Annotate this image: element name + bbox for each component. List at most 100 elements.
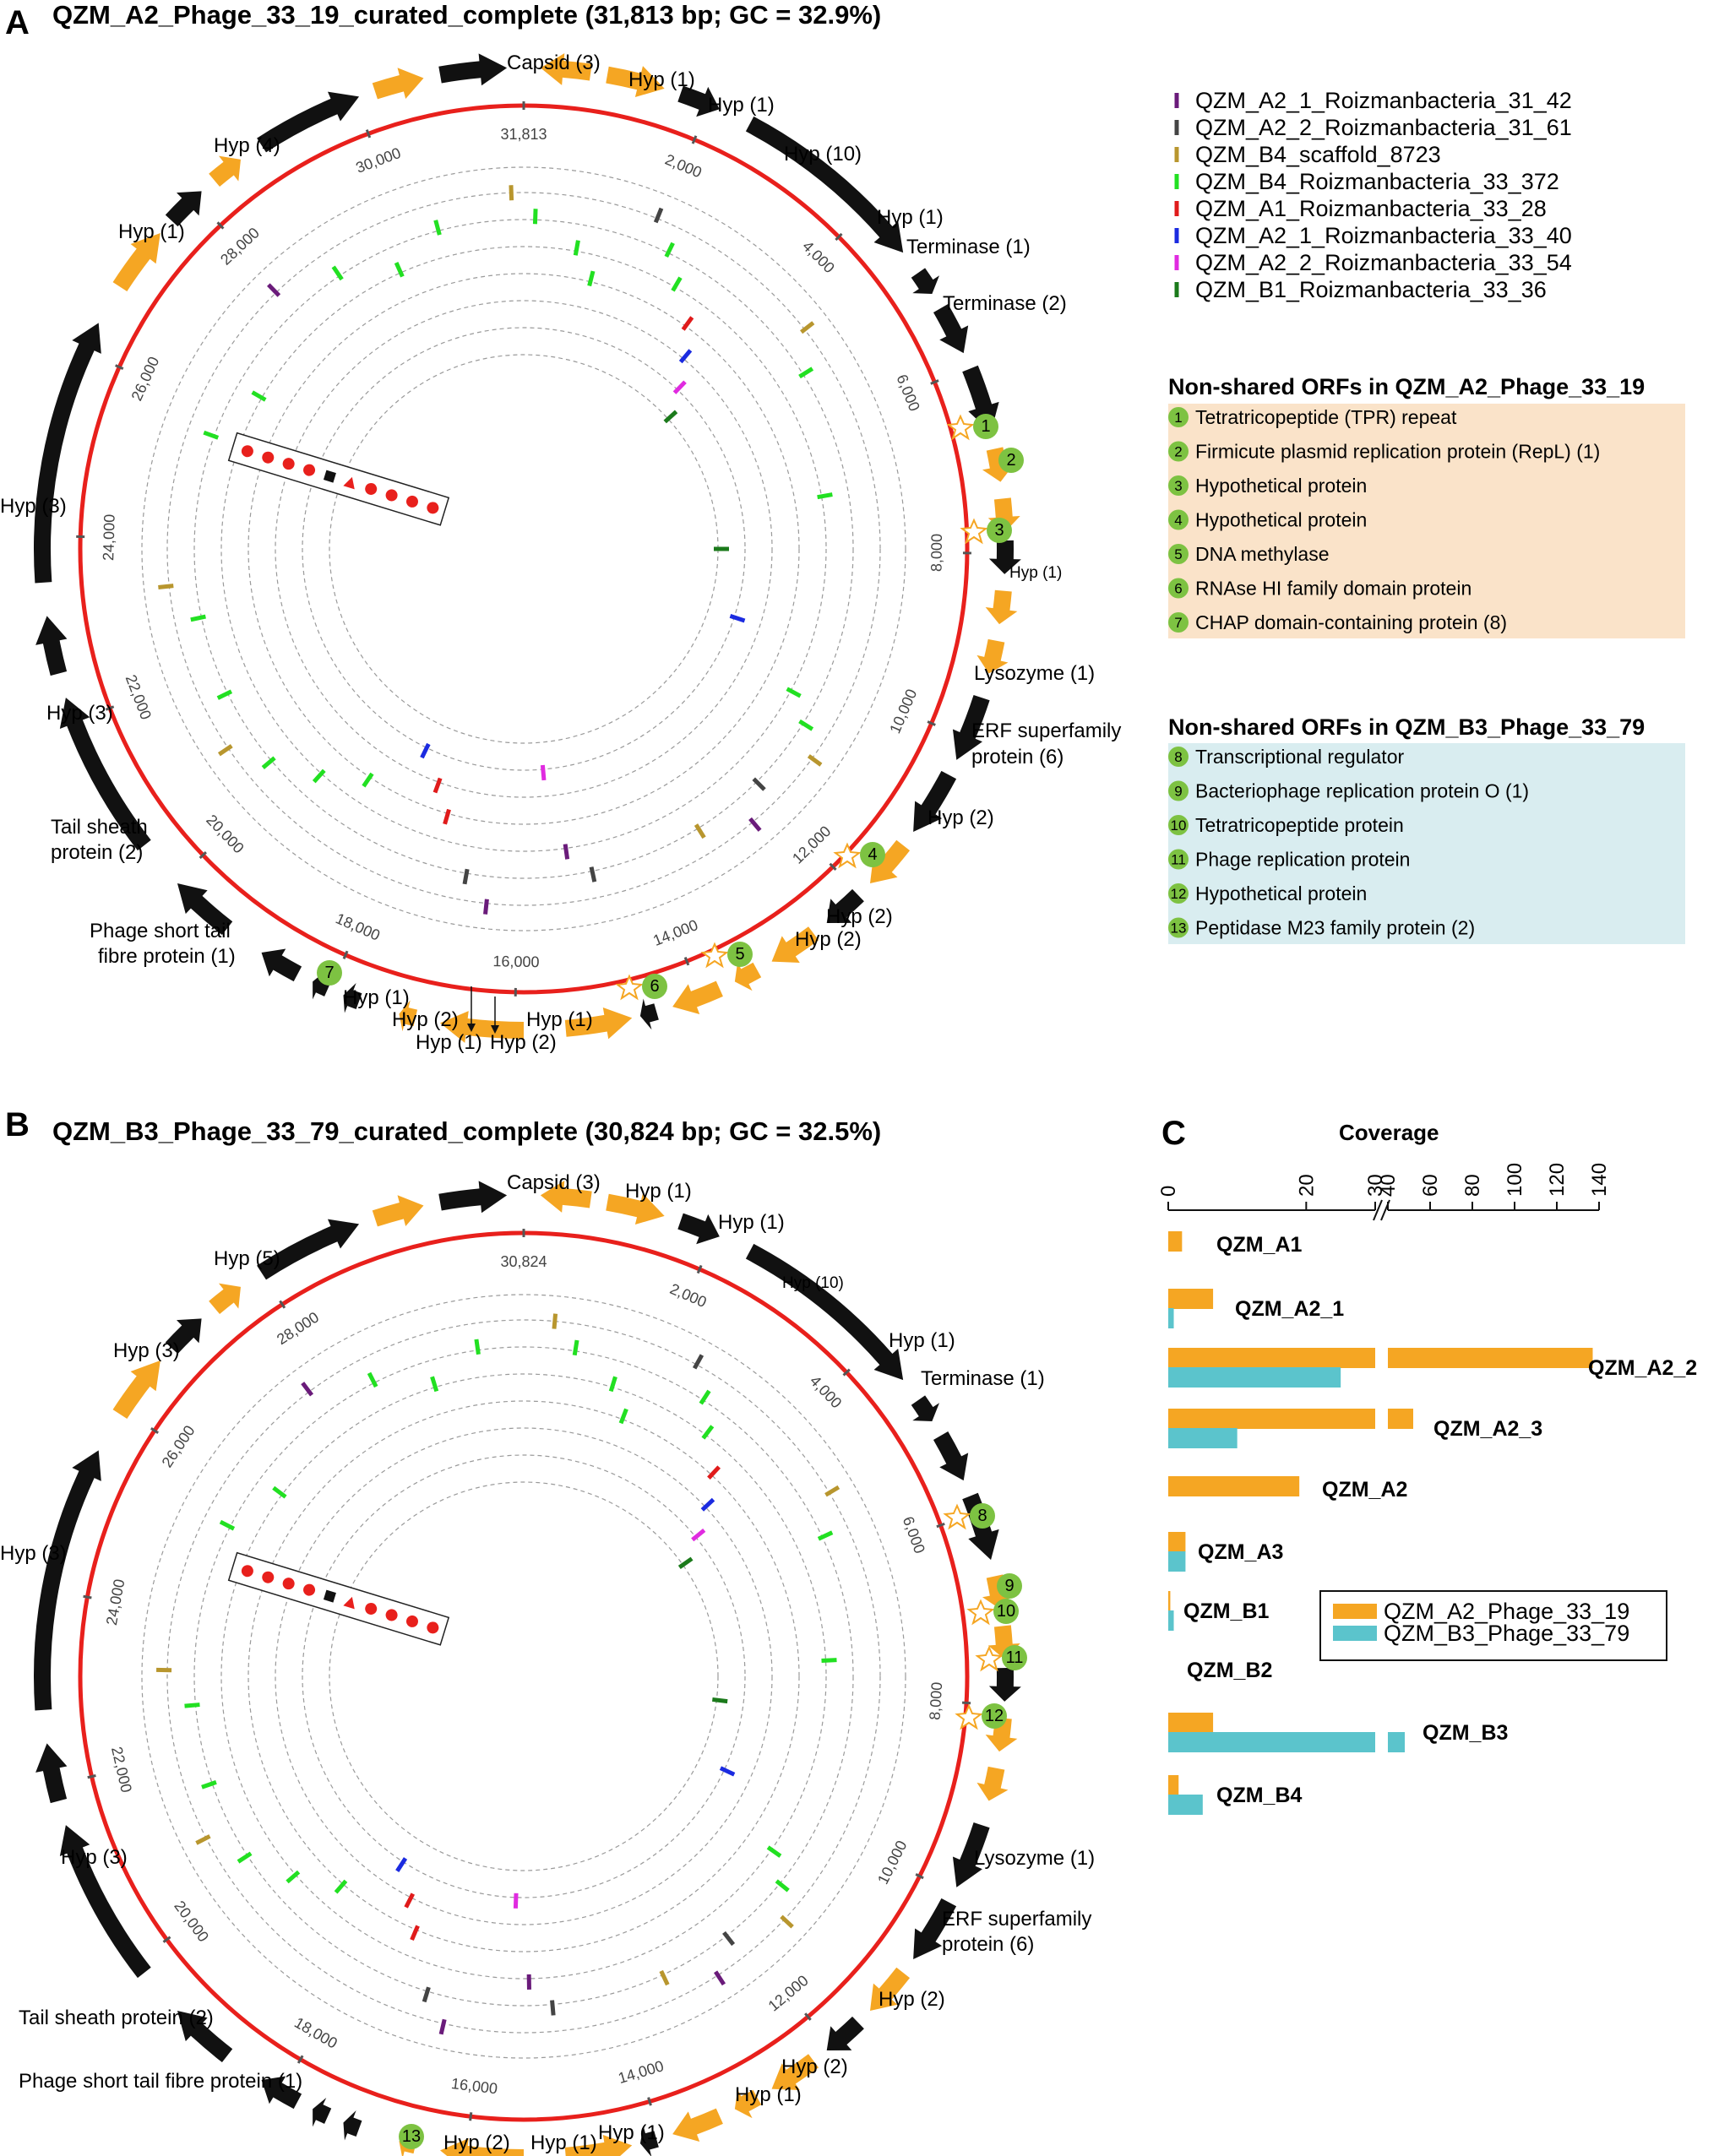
track-ring <box>166 1319 881 2034</box>
label-hyp: Hyp (3) <box>46 702 113 725</box>
tick-label: 14,000 <box>650 916 700 949</box>
panel-b: B QZM_B3_Phage_33_79_curated_complete (3… <box>0 1106 1095 2156</box>
tick-label: 6,000 <box>900 1514 928 1556</box>
gene-orf <box>540 1180 592 1213</box>
label-hyp: Hyp (1) <box>598 2121 665 2144</box>
genome-map-a: 2,0004,0006,0008,00010,00012,00014,00016… <box>33 52 1021 1043</box>
blast-hit <box>587 270 596 287</box>
genome-backbone <box>78 103 970 995</box>
blast-hit <box>443 808 451 825</box>
blast-hit <box>552 1313 558 1329</box>
tick-mark <box>835 232 843 242</box>
gene-shared <box>826 888 864 923</box>
tick-label: 30,824 <box>500 1253 547 1270</box>
chart-legend-swatch <box>1333 1626 1377 1641</box>
bar <box>1168 1551 1186 1572</box>
gene-orf <box>976 638 1009 674</box>
label-hyp: Hyp (2) <box>927 806 994 829</box>
orf-description: Hypothetical protein <box>1195 882 1367 904</box>
gene-shared <box>59 698 151 851</box>
orf-badge-number: 10 <box>997 1602 1015 1621</box>
orf-description: DNA methylase <box>1195 543 1330 565</box>
tick-label: 4,000 <box>807 1372 845 1412</box>
star-icon <box>966 1599 995 1626</box>
orf-description: Hypothetical protein <box>1195 509 1367 531</box>
axis-break <box>1373 1199 1383 1221</box>
label-hyp: Hyp (3) <box>113 1339 180 1362</box>
sample-marker <box>262 1571 275 1583</box>
blast-hit <box>420 742 431 759</box>
label-tail-fibre: fibre protein (1) <box>98 945 236 968</box>
blast-hit <box>312 768 326 784</box>
label-hyp: Hyp (2) <box>443 2132 510 2154</box>
tick-label: 28,000 <box>217 224 263 268</box>
bar <box>1168 1289 1214 1309</box>
gene-shared <box>261 948 302 982</box>
gene-orf <box>372 68 424 100</box>
tick-label: 16,000 <box>492 953 539 970</box>
bar <box>1388 1348 1593 1368</box>
legend-label: QZM_A2_1_Roizmanbacteria_33_40 <box>1195 223 1572 248</box>
bar <box>1168 1409 1375 1429</box>
track-ring <box>302 327 746 771</box>
label-hyp: Hyp (1) <box>718 1211 785 1234</box>
gene-shared <box>165 191 202 227</box>
blast-hit <box>334 1879 348 1894</box>
gene-shared <box>177 2010 233 2063</box>
bar <box>1168 1348 1375 1368</box>
x-tick-label: 0 <box>1157 1186 1180 1197</box>
sample-marker <box>323 1589 336 1603</box>
legend-label: QZM_A2_2_Roizmanbacteria_31_61 <box>1195 115 1572 140</box>
label-hyp: Hyp (4) <box>214 134 280 157</box>
track-ring <box>141 166 906 931</box>
label-hyp: Hyp (1) <box>416 1031 482 1054</box>
star-icon <box>700 942 729 969</box>
tick-mark <box>927 720 936 726</box>
label-capsid: Capsid (3) <box>507 1171 601 1194</box>
gene-orf <box>771 2054 819 2091</box>
sample-marker <box>405 495 418 508</box>
track-ring <box>220 1373 827 1980</box>
blast-hit <box>824 1485 840 1497</box>
tick-mark <box>105 705 115 711</box>
blast-hit <box>267 283 281 297</box>
category-label: QZM_B1 <box>1183 1599 1270 1623</box>
label-tail-fibre: Phage short tail fibre protein (1) <box>19 2070 302 2093</box>
label-hyp: Hyp (1) <box>708 94 775 117</box>
tick-label: 24,000 <box>100 514 118 562</box>
tick-label: 22,000 <box>122 672 155 722</box>
star-icon <box>955 1703 983 1730</box>
label-hyp: Hyp (10) <box>782 1274 844 1292</box>
blast-hit <box>474 1339 481 1355</box>
tick-mark <box>691 135 698 144</box>
track-ring <box>329 1481 719 1871</box>
gene-orf <box>540 52 592 85</box>
category-label: QZM_A2_1 <box>1235 1297 1344 1321</box>
label-hyp: Hyp (2) <box>826 905 893 928</box>
label-hyp: Hyp (1) <box>877 206 944 229</box>
tick-label: 2,000 <box>662 151 704 182</box>
orf-badge <box>1168 883 1189 904</box>
track-ring <box>302 1454 746 1898</box>
bar <box>1388 1732 1405 1752</box>
track-ring <box>141 1294 906 2059</box>
orf-description: Transcriptional regulator <box>1195 746 1404 768</box>
sample-marker <box>365 1602 378 1615</box>
label-erf: protein (6) <box>971 746 1063 768</box>
label-hyp: Hyp (1) <box>526 1008 593 1031</box>
orf-badge-number: 12 <box>985 1707 1004 1725</box>
x-tick-label: 40 <box>1377 1174 1400 1197</box>
sample-marker <box>385 489 398 502</box>
blast-hit <box>201 1779 217 1789</box>
blast-hit <box>394 262 405 278</box>
star-icon <box>960 518 988 545</box>
gene-orf <box>771 926 819 964</box>
gene-shared <box>343 983 362 1013</box>
panel-a-letter: A <box>5 4 30 41</box>
label-hyp: Hyp (2) <box>795 928 862 951</box>
blast-hit <box>195 1834 211 1845</box>
gene-shared <box>257 91 360 153</box>
blast-hit <box>410 1925 420 1941</box>
